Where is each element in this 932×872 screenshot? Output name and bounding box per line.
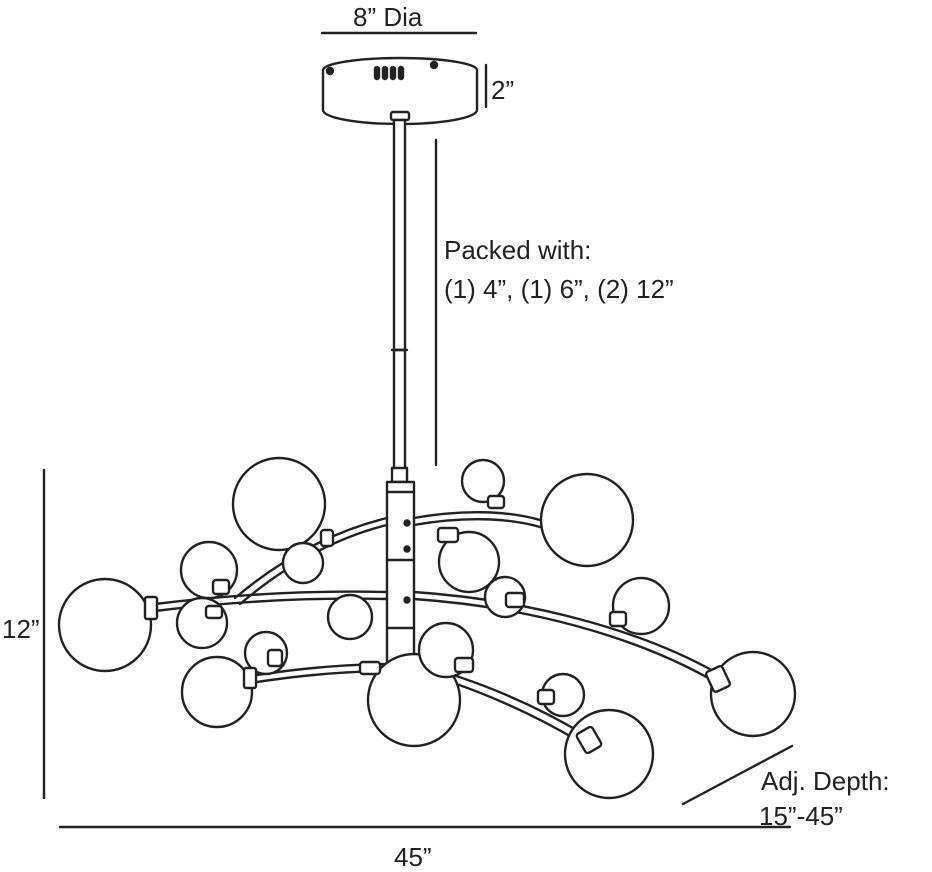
arm-upper-right bbox=[412, 511, 542, 522]
socket-3 bbox=[575, 725, 603, 755]
canopy-screw-left bbox=[325, 66, 335, 76]
socket-15 bbox=[358, 660, 382, 676]
socket-8 bbox=[204, 604, 224, 620]
depth-line bbox=[681, 744, 794, 806]
downrod bbox=[390, 118, 409, 484]
fixture-height-label: 12” bbox=[2, 614, 40, 644]
adj-depth-range: 15”-45” bbox=[759, 801, 843, 831]
downrod-lower bbox=[392, 348, 407, 472]
canopy-vent-3 bbox=[389, 65, 397, 81]
socket-12 bbox=[453, 656, 475, 674]
center-screw-2 bbox=[403, 545, 411, 553]
socket-9 bbox=[319, 528, 335, 548]
packed-with-label: Packed with: bbox=[444, 235, 592, 265]
globes-large bbox=[57, 456, 797, 800]
socket-2 bbox=[704, 665, 732, 693]
socket-14 bbox=[266, 648, 284, 668]
canopy-height-label: 2” bbox=[491, 75, 515, 105]
globe-small-3 bbox=[460, 458, 506, 504]
center-column bbox=[385, 480, 416, 674]
packed-with-contents: (1) 4”, (1) 6”, (2) 12” bbox=[444, 274, 674, 304]
socket-11 bbox=[608, 610, 628, 628]
canopy-diameter-label: 8” Dia bbox=[353, 2, 423, 32]
downrod-coupler bbox=[390, 466, 409, 484]
canopy bbox=[321, 56, 479, 126]
globe-large-7 bbox=[180, 655, 254, 729]
arm-middle-left bbox=[153, 590, 389, 606]
center-screw-1 bbox=[403, 519, 411, 527]
globe-small-2 bbox=[437, 530, 501, 594]
socket-4 bbox=[242, 666, 258, 690]
globe-small-10 bbox=[281, 541, 325, 585]
center-screw-3 bbox=[403, 596, 411, 604]
arm-upper-right-inner bbox=[412, 518, 542, 529]
sockets bbox=[143, 494, 732, 755]
center-body bbox=[385, 480, 416, 674]
globe-large-4 bbox=[366, 652, 462, 748]
socket-1 bbox=[143, 595, 159, 621]
socket-5 bbox=[436, 526, 460, 544]
socket-13 bbox=[536, 688, 556, 706]
fixture-width-label: 45” bbox=[394, 842, 432, 872]
canopy-screw-right bbox=[429, 60, 439, 70]
dimension-lines bbox=[42, 31, 794, 829]
socket-6 bbox=[486, 494, 506, 510]
globe-large-5 bbox=[709, 650, 797, 738]
canopy-vent-2 bbox=[381, 65, 389, 81]
adj-depth-label: Adj. Depth: bbox=[761, 766, 890, 796]
arm-middle-right-inner bbox=[412, 597, 712, 681]
globe-large-2 bbox=[539, 472, 635, 568]
globe-large-1 bbox=[231, 456, 327, 552]
downrod-upper bbox=[392, 118, 407, 352]
globe-small-7 bbox=[326, 593, 374, 641]
canopy-vent-4 bbox=[397, 65, 405, 81]
globe-large-6 bbox=[563, 708, 655, 800]
canopy-vent-1 bbox=[373, 65, 381, 81]
socket-10 bbox=[504, 591, 526, 609]
socket-7 bbox=[211, 578, 231, 596]
globe-large-3 bbox=[57, 577, 153, 673]
arm-middle-right bbox=[412, 590, 717, 674]
